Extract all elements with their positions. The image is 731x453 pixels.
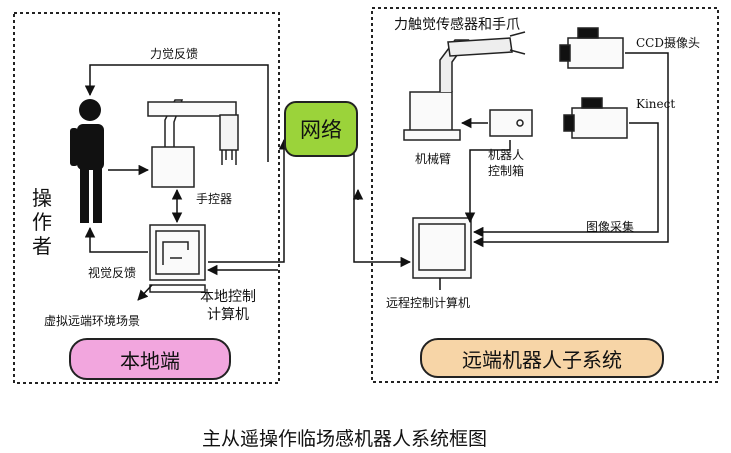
arrow-force-feedback: [84, 64, 269, 162]
remote-computer-label: 远程控制计算机: [386, 296, 471, 310]
arrow-visual-feedback: [84, 226, 148, 253]
image-capture-label: 图像采集: [586, 220, 635, 234]
arrow-box-to-computer: [464, 140, 511, 224]
remote-boundary: [371, 7, 719, 383]
hand-controller-device: [147, 99, 239, 188]
robot-control-box-label-line2: 控制箱: [488, 164, 525, 178]
local-end-label: 本地端: [69, 338, 231, 380]
operator-figure: [70, 99, 104, 223]
remote-subsystem-label: 远端机器人子系统: [420, 338, 664, 378]
network-box: 网络: [284, 101, 358, 157]
arrow-network-remote: [353, 128, 412, 268]
kinect-label: Kinect: [636, 97, 676, 111]
visual-feedback-label: 视觉反馈: [88, 266, 137, 280]
force-feedback-label: 力觉反馈: [150, 47, 199, 61]
robot-arm-device: [403, 31, 526, 141]
operator-label: 操作者: [32, 186, 52, 258]
figure-caption: 主从遥操作临场感机器人系统框图: [202, 428, 488, 450]
arrow-ccd-to-computer: [472, 52, 669, 248]
kinect-device: [563, 97, 628, 139]
robot-control-box-device: [489, 109, 533, 137]
arrow-kinect-to-computer: [472, 122, 659, 238]
arrow-computer-network: [208, 138, 290, 263]
virtual-scene-label: 虚拟远端环境场景: [44, 314, 141, 328]
ccd-camera-device: [559, 27, 624, 69]
force-sensor-gripper-label: 力触觉传感器和手爪: [394, 17, 520, 33]
arrow-scene: [137, 284, 153, 301]
local-computer-label-line1: 本地控制: [200, 289, 256, 305]
robot-control-box-label-line1: 机器人: [488, 148, 525, 162]
remote-computer-device: [412, 217, 472, 279]
local-computer-label-line2: 计算机: [207, 307, 249, 323]
local-boundary: [13, 12, 280, 384]
ccd-camera-label: CCD摄像头: [636, 36, 700, 50]
local-computer-device: [149, 224, 206, 293]
robot-arm-label: 机械臂: [415, 152, 452, 166]
hand-controller-label: 手控器: [196, 192, 233, 206]
